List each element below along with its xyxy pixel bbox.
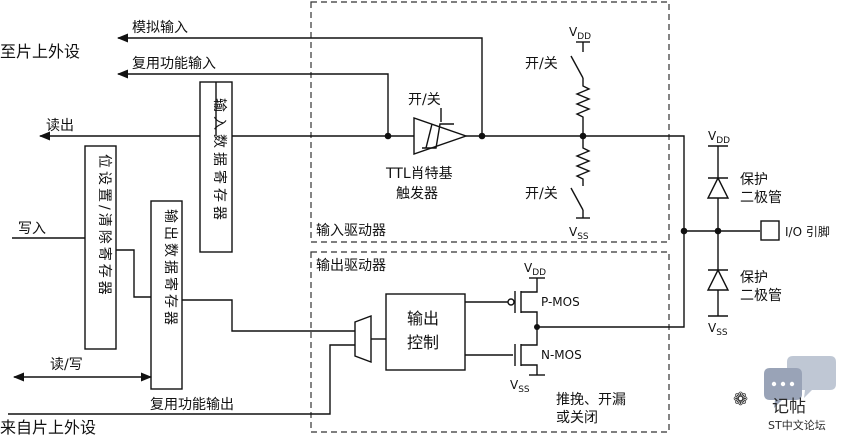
to-peripheral-label: 至片上外设: [0, 42, 80, 61]
pulldown-switch: [570, 187, 584, 211]
protect-bottom-label-2: 二极管: [740, 288, 782, 304]
protect-top-label-1: 保护: [740, 172, 768, 188]
af-output-wire: [8, 344, 355, 415]
output-control-label-1: 输出: [407, 309, 439, 328]
idr-label: 输入数据寄存器: [211, 98, 228, 224]
hysteresis-icon: [422, 123, 454, 149]
output-driver-region: [310, 251, 670, 433]
trigger-to-pin-wire: [466, 135, 685, 231]
watermark-subtitle: ST中文论坛: [768, 418, 826, 432]
output-driver-label: 输出驱动器: [316, 258, 386, 274]
pmos-source: [521, 278, 538, 293]
forum-watermark: ❁ 记帖 ST中文论坛: [733, 356, 836, 432]
vss-pulldown-label: VSS: [569, 225, 589, 242]
mos-output-wire: [537, 231, 685, 328]
odr-to-mux-wire: [182, 299, 355, 332]
analog-input-label: 模拟输入: [132, 20, 188, 36]
analog-input-line: [116, 33, 483, 136]
watermark-title: 记帖: [772, 397, 806, 417]
protection-diode-top: [706, 176, 730, 199]
from-peripheral-label: 来自片上外设: [0, 418, 96, 437]
bsrr-label: 位设置/清除寄存器: [96, 154, 113, 298]
protect-bottom-label-1: 保护: [740, 270, 768, 286]
vdd-diode-label: VDD: [708, 129, 730, 146]
protect-top-label-2: 二极管: [740, 190, 782, 206]
input-driver-region: [310, 1, 670, 243]
pmos-label: P-MOS: [541, 295, 580, 309]
pullup-switch: [570, 55, 584, 79]
nmos-source: [521, 364, 538, 375]
write-label: 写入: [18, 221, 46, 237]
chat-bubble-front-icon: [764, 368, 802, 408]
io-pin-label: I/O 引脚: [785, 224, 830, 239]
af-output-label: 复用功能输出: [150, 396, 234, 413]
protection-diode-bottom: [706, 268, 730, 291]
vdd-pmos-label: VDD: [524, 261, 546, 278]
nmos-label: N-MOS: [541, 348, 582, 362]
wechat-icon: ❁: [733, 389, 748, 410]
input-driver-label: 输入驱动器: [316, 223, 386, 239]
nmos-drain: [521, 327, 538, 346]
read-label: 读出: [46, 117, 74, 134]
vdd-pullup-label: VDD: [569, 25, 591, 42]
read-write-label: 读/写: [50, 356, 83, 373]
trigger-onoff-label: 开/关: [408, 92, 441, 108]
pulldown-onoff-label: 开/关: [525, 186, 558, 202]
ttl-trigger-label-2: 触发器: [396, 186, 438, 202]
bsrr-to-odr-wire: [116, 249, 151, 298]
odr-label: 输出数据寄存器: [162, 209, 179, 328]
output-data-register: [150, 200, 183, 390]
vss-nmos-label: VSS: [510, 378, 530, 395]
io-pin-pad: [760, 220, 780, 241]
output-control-box: [385, 293, 466, 371]
pmos-drain: [521, 311, 538, 327]
pullup-onoff-label: 开/关: [525, 56, 558, 72]
af-input-line: [116, 69, 389, 136]
pulldown-resistor: [575, 136, 591, 186]
af-input-label: 复用功能输入: [132, 55, 216, 72]
hysteresis-icon-line: [425, 123, 433, 149]
bit-set-reset-register: [84, 145, 117, 350]
pushpull-label-1: 推挽、开漏: [556, 392, 626, 408]
ttl-trigger-label-1: TTL肖特基: [385, 165, 453, 182]
vss-diode-label: VSS: [708, 321, 728, 338]
pullup-resistor: [575, 78, 591, 136]
output-control-label-2: 控制: [407, 333, 439, 352]
output-mux: [354, 314, 372, 364]
pushpull-label-2: 或关闭: [556, 410, 598, 426]
